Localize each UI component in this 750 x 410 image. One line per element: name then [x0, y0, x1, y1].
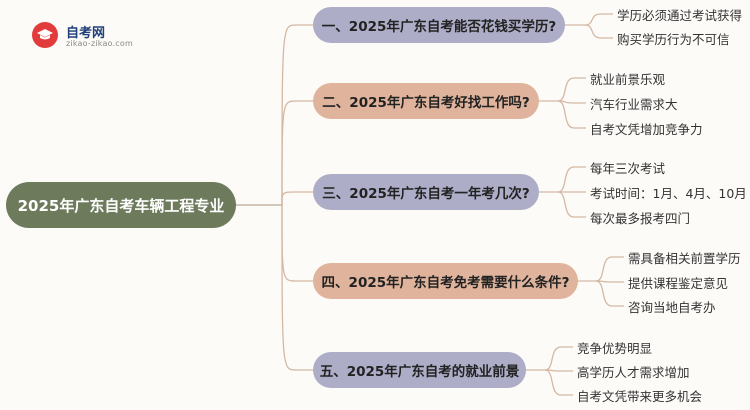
leaf-item: 考试时间：1月、4月、10月: [590, 186, 747, 201]
leaf-item: 每年三次考试: [590, 161, 666, 176]
leaf-connector: [595, 280, 624, 307]
leaf-item: 学历必须通过考试获得: [617, 8, 743, 23]
leaf-connector: [557, 77, 586, 102]
branch-node-1: 一、2025年广东自考能否花钱买学历?: [313, 7, 565, 43]
leaf-connector: [544, 346, 573, 371]
branch-connector: [281, 24, 313, 206]
graduation-cap-icon: [32, 22, 58, 48]
branch-node-2: 二、2025年广东自考好找工作吗?: [313, 83, 539, 119]
leaf-connector: [584, 24, 613, 39]
logo-name: 自考网: [66, 26, 106, 41]
site-logo[interactable]: 自考网 zikao-zikao.com: [30, 18, 140, 52]
leaf-item: 需具备相关前置学历: [628, 251, 741, 266]
leaf-connector: [595, 256, 624, 282]
leaf-connector: [557, 166, 586, 193]
branch-connector: [281, 204, 313, 371]
branch-node-3: 三、2025年广东自考一年考几次?: [313, 174, 539, 210]
leaf-item: 就业前景乐观: [590, 72, 666, 87]
leaf-item: 竞争优势明显: [577, 341, 653, 356]
branch-connector: [281, 191, 313, 206]
branch-connector: [281, 204, 313, 282]
root-node: 2025年广东自考车辆工程专业: [6, 182, 236, 228]
leaf-item: 每次最多报考四门: [590, 211, 691, 226]
leaf-item: 汽车行业需求大: [590, 97, 678, 112]
leaf-item: 自考文凭带来更多机会: [577, 389, 703, 404]
branch-node-4: 四、2025年广东自考免考需要什么条件?: [313, 263, 578, 299]
branch-node-5: 五、2025年广东自考的就业前景: [313, 352, 526, 388]
logo-url: zikao-zikao.com: [66, 39, 133, 48]
leaf-connector: [544, 369, 573, 372]
leaf-connector: [557, 100, 586, 129]
leaf-item: 自考文凭增加竞争力: [590, 122, 703, 137]
leaf-item: 高学历人才需求增加: [577, 365, 690, 380]
leaf-connector: [584, 13, 613, 26]
leaf-item: 提供课程鉴定意见: [628, 276, 729, 291]
branch-connector: [281, 100, 313, 206]
leaf-connector: [595, 280, 624, 283]
leaf-connector: [557, 191, 586, 218]
leaf-item: 购买学历行为不可信: [617, 32, 730, 47]
leaf-connector: [544, 369, 573, 396]
leaf-item: 咨询当地自考办: [628, 300, 716, 315]
